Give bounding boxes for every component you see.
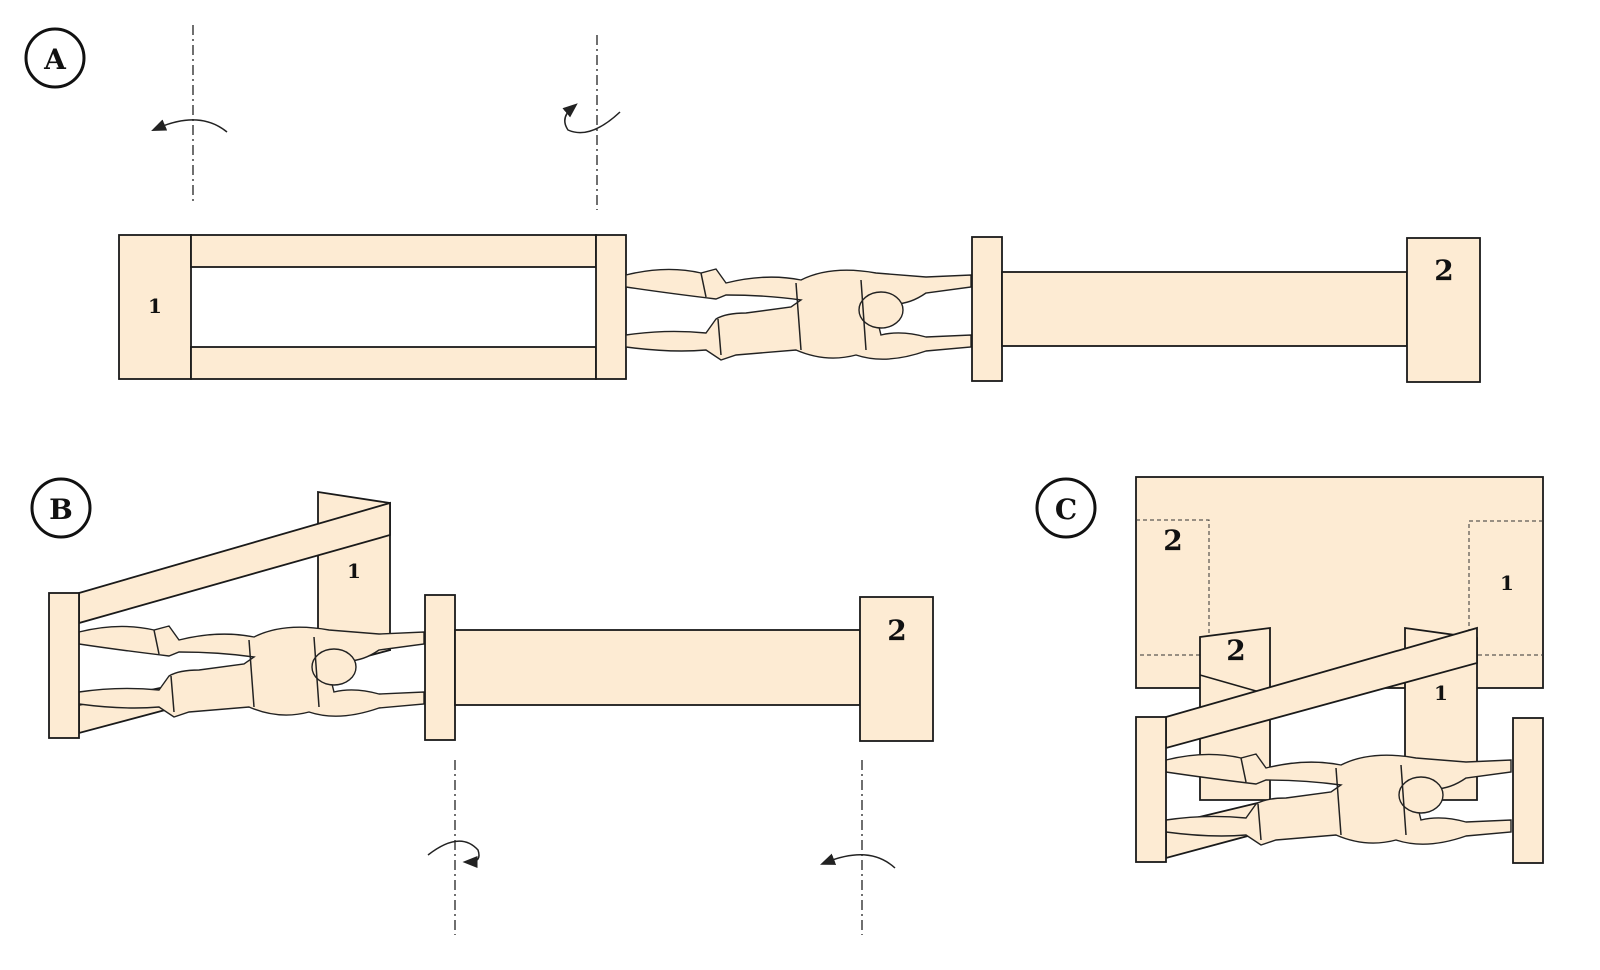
figure-illustration [78, 625, 425, 718]
panel-mark: 2 [1163, 524, 1182, 557]
step-b-label: B [49, 493, 73, 526]
panel-mark: 1 [347, 559, 361, 583]
step-a: A 1 2 [24, 25, 1481, 383]
step-b-badge [30, 477, 92, 539]
fold-arrow-icon [562, 103, 621, 134]
panel-mark: 2 [887, 614, 906, 647]
step-a-badge [24, 27, 86, 89]
fold-arrow-icon [820, 853, 896, 869]
step-a-label: A [43, 43, 67, 76]
panel-mark: 1 [1500, 571, 1514, 595]
figure-illustration [625, 268, 972, 361]
step-c-badge [1035, 477, 1097, 539]
fold-arrow-icon [427, 840, 480, 868]
step-b: B 1 2 [30, 477, 934, 935]
panel-mark: 2 [1226, 634, 1245, 667]
step-c-label: C [1055, 493, 1077, 526]
step-c: C 2 1 2 1 [1035, 476, 1544, 864]
panel-mark: 1 [1434, 681, 1448, 705]
panel-mark: 1 [148, 294, 162, 318]
panel-mark: 2 [1434, 254, 1453, 287]
fold-arrow-icon [151, 119, 228, 133]
